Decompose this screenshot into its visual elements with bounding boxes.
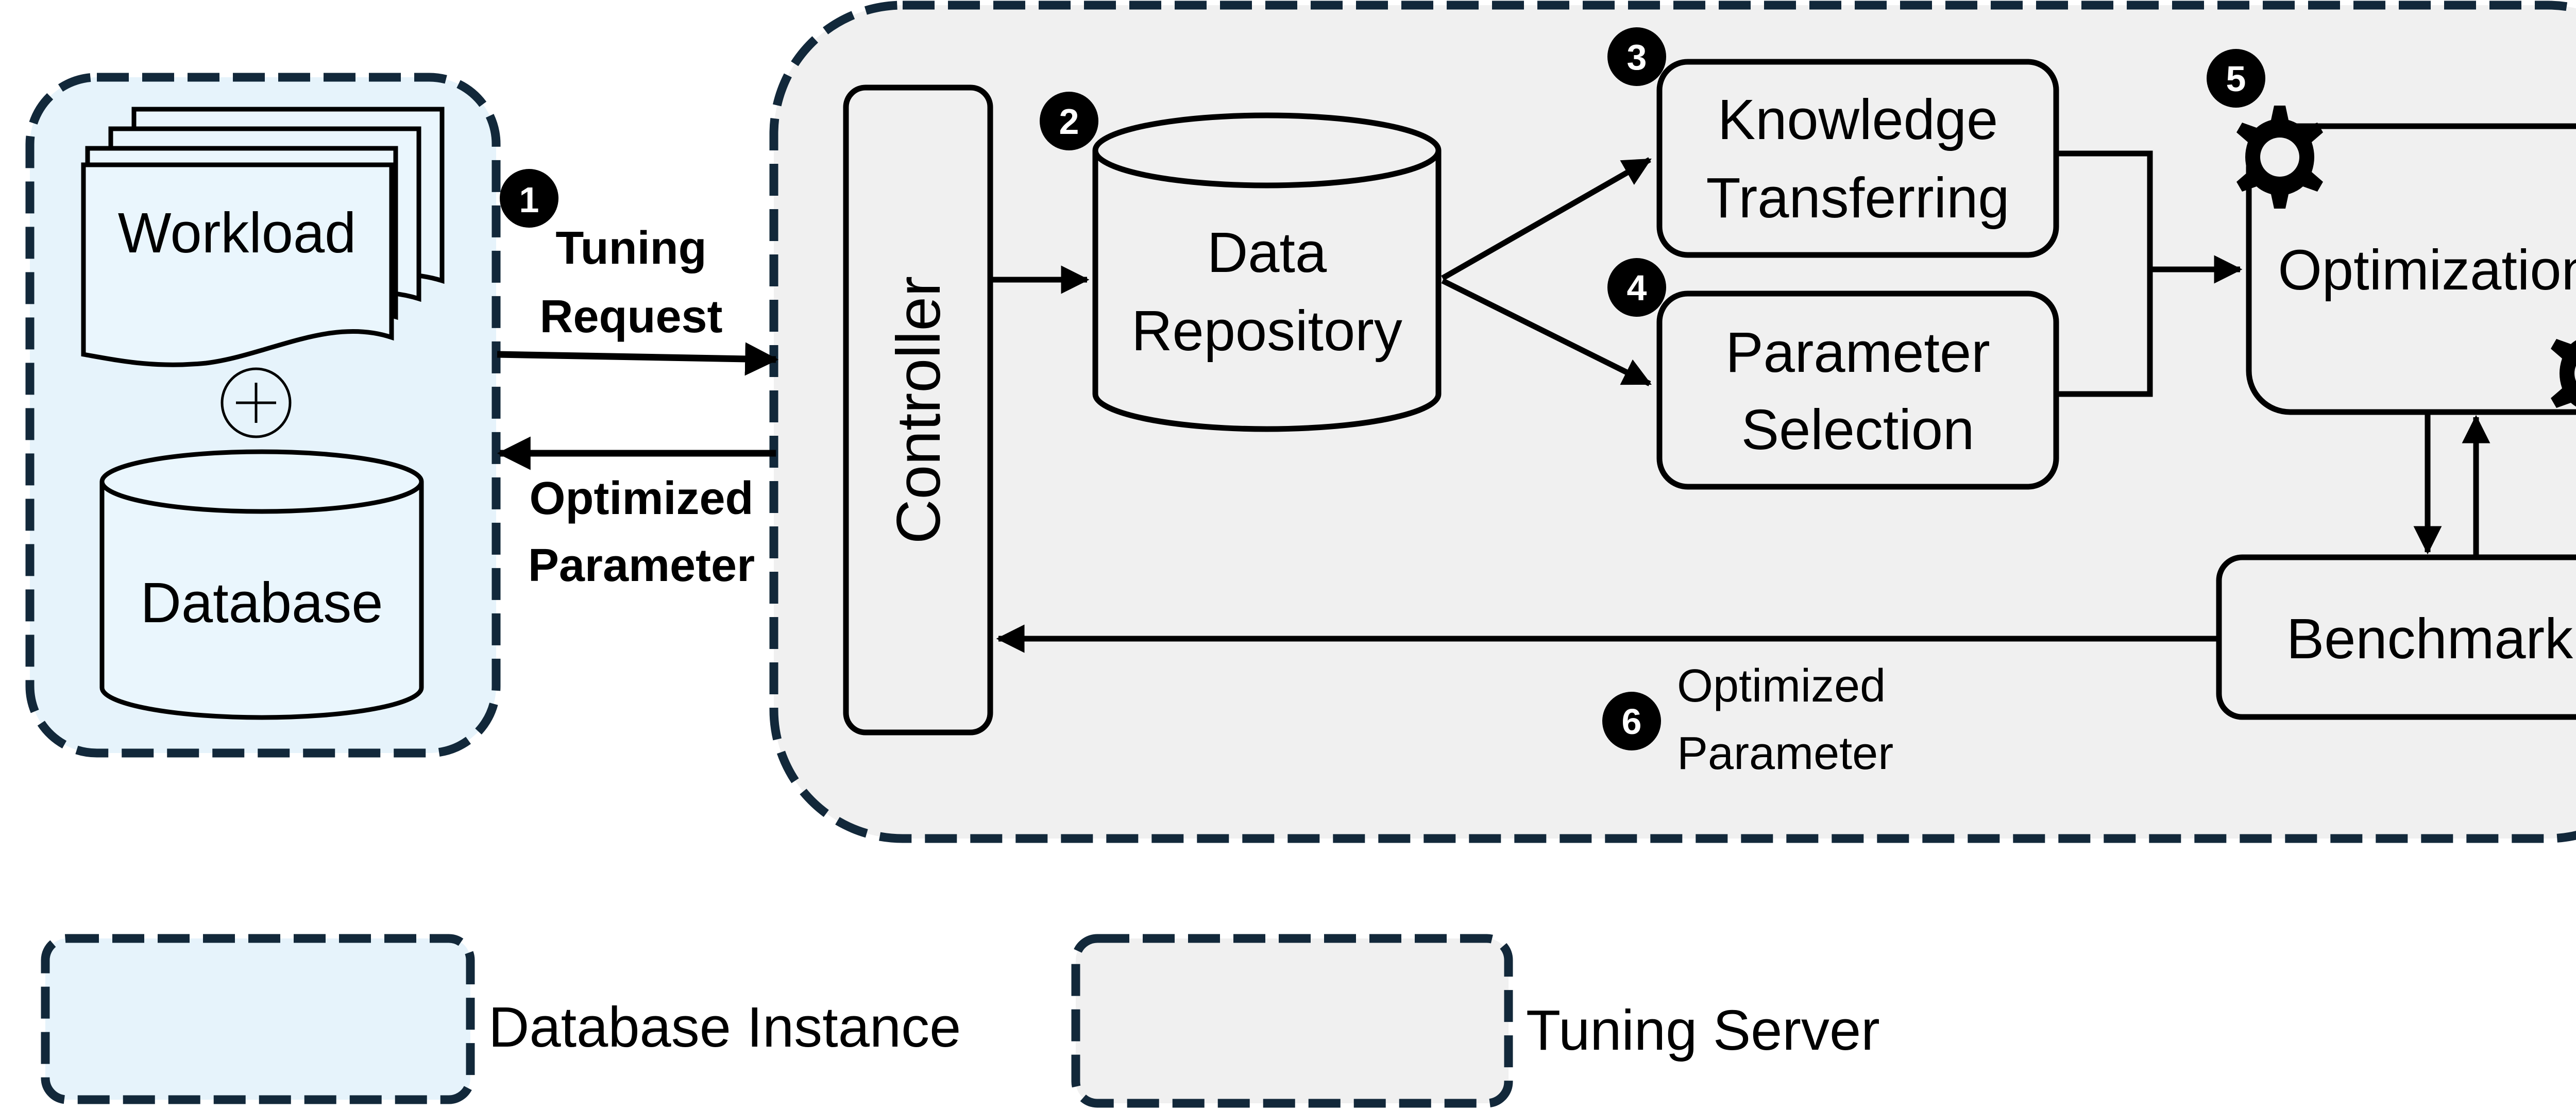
- parameter-selection-label-line1: Parameter: [1725, 321, 1990, 384]
- repository-to-parameter-arrow: [1441, 278, 1652, 386]
- optimization-box: [2246, 123, 2576, 415]
- legend-db-instance-label: Database Instance: [488, 996, 961, 1059]
- tuning-request-label-line2: Request: [539, 291, 722, 343]
- svg-text:6: 6: [1622, 702, 1642, 742]
- legend-tuning-server-swatch: [1071, 934, 1513, 1108]
- circled-plus-icon: [221, 367, 292, 438]
- legend-tuning-server-label: Tuning Server: [1526, 999, 1880, 1062]
- database-label: Database: [141, 571, 383, 635]
- step-badge-4: 4: [1607, 258, 1666, 317]
- svg-text:2: 2: [1059, 101, 1079, 142]
- parameter-selection-box: [1656, 290, 2059, 490]
- svg-text:1: 1: [519, 180, 539, 220]
- svg-text:5: 5: [2226, 59, 2246, 99]
- optimized-parameter-label-line1: Optimized: [529, 473, 753, 524]
- knowledge-transferring-box: [1656, 59, 2059, 258]
- knowledge-transferring-label-line2: Transferring: [1706, 166, 2010, 230]
- benchmark-label: Benchmark: [2286, 607, 2573, 671]
- knowledge-transferring-label-line1: Knowledge: [1718, 88, 1998, 151]
- feedback-label-line2: Parameter: [1677, 728, 1893, 779]
- tuning-request-arrow: [497, 342, 779, 376]
- step-badge-6: 6: [1602, 692, 1661, 750]
- optimized-parameter-label-line2: Parameter: [528, 540, 755, 591]
- step-badge-1: 1: [500, 169, 558, 228]
- parameter-selection-label-line2: Selection: [1741, 398, 1975, 462]
- knowledge-merge-connector: [2056, 150, 2153, 397]
- tuning-request-label-line1: Tuning: [555, 223, 706, 274]
- workload-document-stack: [81, 107, 445, 367]
- workload-label: Workload: [118, 201, 357, 265]
- database-cylinder: [99, 449, 424, 720]
- repository-to-knowledge-arrow: [1441, 157, 1652, 281]
- svg-text:3: 3: [1627, 37, 1647, 77]
- svg-text:4: 4: [1627, 268, 1647, 308]
- workload-document: [81, 162, 394, 367]
- gear-icon: [2551, 322, 2576, 425]
- data-repository-cylinder: [1092, 112, 1442, 432]
- optimization-label: Optimization: [2278, 238, 2576, 302]
- legend-db-instance-swatch: [41, 934, 475, 1104]
- feedback-label-line1: Optimized: [1677, 660, 1886, 712]
- data-repository-label-line2: Repository: [1131, 299, 1402, 363]
- step-badge-3: 3: [1607, 27, 1666, 86]
- step-badge-2: 2: [1040, 92, 1098, 150]
- gear-icon: [2236, 106, 2323, 209]
- step-badge-5: 5: [2207, 49, 2265, 108]
- data-repository-label-line1: Data: [1207, 221, 1327, 284]
- controller-box: [843, 84, 993, 736]
- controller-label: Controller: [884, 276, 953, 544]
